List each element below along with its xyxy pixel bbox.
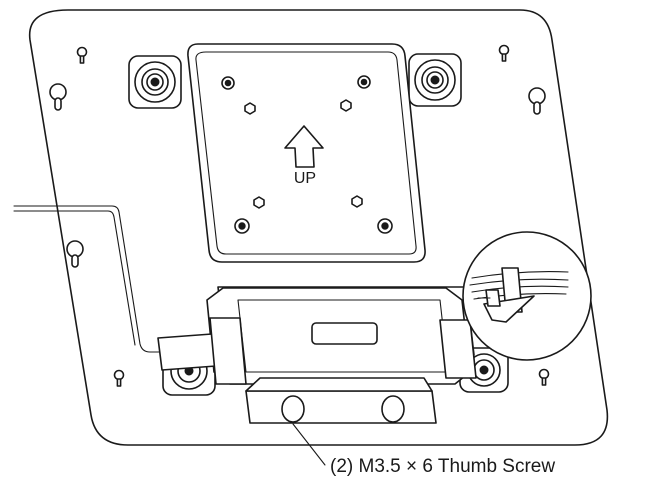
bracket-left-flange: [209, 317, 247, 385]
adapter-screw-bottom-right: [377, 218, 393, 234]
keyhole-slot-top-left: [76, 46, 88, 64]
keyhole-slot-top-right: [498, 44, 510, 62]
thumb-screw-left: [281, 395, 305, 423]
hex-nut-lower-right: [351, 195, 363, 208]
thumb-screw-right: [381, 395, 405, 423]
keyhole-slot-upper-left-large: [49, 83, 67, 111]
standoff-top-right: [408, 53, 462, 107]
hex-nut-lower-left: [253, 196, 265, 209]
keyhole-slot-upper-right-large: [528, 87, 546, 115]
standoff-top-left: [128, 55, 182, 109]
clip-detail-inset: [462, 231, 592, 361]
bracket-front-bar: [245, 390, 437, 424]
bracket-front-bar-top: [245, 377, 433, 392]
thumb-screw-callout-label: (2) M3.5 × 6 Thumb Screw: [330, 456, 555, 477]
keyhole-slot-mid-left-large: [66, 240, 84, 268]
keyhole-slot-bottom-left: [113, 369, 125, 387]
bracket-right-flange: [439, 319, 477, 379]
up-arrow-icon: [284, 125, 324, 168]
callout-leader-line: [292, 423, 326, 466]
cable-inner: [13, 210, 136, 346]
hex-nut-upper-left: [244, 102, 256, 115]
hex-nut-upper-right: [340, 99, 352, 112]
bracket-left-tab: [157, 333, 217, 371]
adapter-screw-top-right: [357, 75, 371, 89]
vesa-adapter-inner: [195, 51, 417, 255]
cable: [13, 205, 216, 353]
keyhole-slot-bottom-right: [538, 368, 550, 386]
adapter-screw-bottom-left: [234, 218, 250, 234]
up-label: UP: [294, 170, 316, 187]
bracket-slot: [311, 322, 378, 345]
adapter-screw-top-left: [221, 76, 235, 90]
